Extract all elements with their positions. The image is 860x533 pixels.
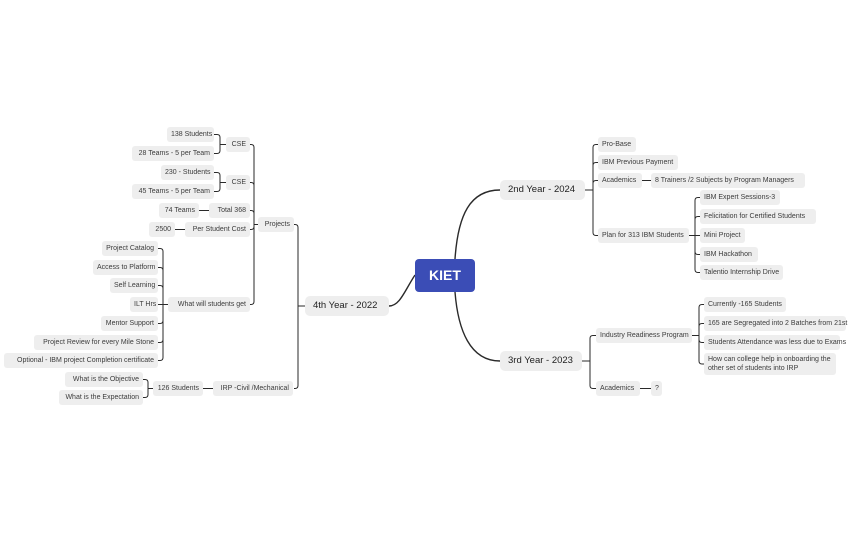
connector: [214, 134, 221, 145]
connector: [250, 210, 255, 225]
topic-plan1[interactable]: Felicitation for Certified Students: [700, 209, 816, 224]
topic-proj[interactable]: Projects: [258, 217, 294, 232]
topic-cse1[interactable]: CSE: [226, 137, 250, 152]
connector: [250, 224, 255, 230]
topic-obj[interactable]: What is the Objective: [65, 372, 143, 387]
central-topic[interactable]: KIET: [415, 259, 475, 292]
connector: [592, 190, 598, 236]
topic-ibp[interactable]: IBM Previous Payment: [598, 155, 678, 170]
topic-t74[interactable]: 74 Teams: [159, 203, 199, 218]
topic-exp[interactable]: What is the Expectation: [59, 390, 143, 405]
topic-w1[interactable]: Access to Platform: [93, 260, 158, 275]
topic-t28[interactable]: 28 Teams - 5 per Team: [132, 146, 214, 161]
topic-tot[interactable]: Total 368: [209, 203, 250, 218]
topic-w2[interactable]: Self Learning: [110, 278, 158, 293]
topic-irp2[interactable]: Students Attendance was less due to Exam…: [704, 335, 846, 350]
topic-irpc[interactable]: IRP -Civil /Mechanical: [213, 381, 293, 396]
topic-ac3[interactable]: Academics: [596, 381, 640, 396]
connector: [143, 388, 149, 398]
connector: [589, 361, 596, 389]
topic-w5[interactable]: Project Review for every Mile Stone: [34, 335, 158, 350]
topic-ac2[interactable]: Academics: [598, 173, 642, 188]
topic-q[interactable]: ?: [651, 381, 662, 396]
topic-plan0[interactable]: IBM Expert Sessions-3: [700, 190, 780, 205]
connector: [250, 144, 255, 225]
connector: [158, 304, 164, 361]
topic-w6[interactable]: Optional - IBM project Completion certif…: [4, 353, 158, 368]
connector: [158, 285, 164, 305]
topic-y3[interactable]: 3rd Year - 2023: [500, 351, 582, 371]
connector: [454, 189, 501, 260]
connector: [158, 267, 164, 305]
topic-plan4[interactable]: Talentio Internship Drive: [700, 265, 783, 280]
topic-c2500[interactable]: 2500: [149, 222, 175, 237]
connector: [592, 180, 598, 190]
topic-t45[interactable]: 45 Teams - 5 per Team: [132, 184, 214, 199]
topic-plan2[interactable]: Mini Project: [700, 228, 745, 243]
connector: [454, 291, 501, 362]
connector: [698, 323, 704, 336]
connector: [214, 144, 221, 154]
topic-w3[interactable]: ILT Hrs: [130, 297, 158, 312]
topic-pb[interactable]: Pro-Base: [598, 137, 636, 152]
topic-wws[interactable]: What will students get: [168, 297, 250, 312]
connector: [694, 235, 700, 273]
topic-irp0[interactable]: Currently -165 Students: [704, 297, 786, 312]
connector: [250, 224, 255, 305]
connector: [250, 182, 255, 225]
topic-w4[interactable]: Mentor Support: [101, 316, 158, 331]
topic-w0[interactable]: Project Catalog: [102, 241, 158, 256]
connector: [214, 172, 221, 183]
topic-plan[interactable]: Plan for 313 IBM Students: [598, 228, 689, 243]
connector: [592, 144, 598, 190]
topic-y2[interactable]: 2nd Year - 2024: [500, 180, 585, 200]
connector: [158, 304, 164, 324]
connector: [592, 162, 598, 190]
topic-plan3[interactable]: IBM Hackathon: [700, 247, 758, 262]
connector: [158, 248, 164, 305]
topic-cse2[interactable]: CSE: [226, 175, 250, 190]
topic-irp[interactable]: Industry Readiness Program: [596, 328, 692, 343]
topic-y4[interactable]: 4th Year - 2022: [305, 296, 389, 316]
topic-s138[interactable]: 138 Students: [167, 127, 214, 142]
connector: [214, 182, 221, 192]
connector: [698, 335, 704, 365]
topic-irp3[interactable]: How can college help in onboarding the o…: [704, 353, 836, 375]
topic-s230[interactable]: 230 - Students: [161, 165, 214, 180]
topic-s126[interactable]: 126 Students: [153, 381, 203, 396]
topic-tr[interactable]: 8 Trainers /2 Subjects by Program Manage…: [651, 173, 805, 188]
topic-psc[interactable]: Per Student Cost: [185, 222, 250, 237]
connector: [294, 306, 299, 389]
connector: [694, 197, 700, 236]
connector: [589, 335, 596, 361]
connector: [698, 304, 704, 336]
connector: [143, 379, 149, 389]
connector: [294, 224, 299, 306]
connector: [694, 216, 700, 236]
topic-irp1[interactable]: 165 are Segregated into 2 Batches from 2…: [704, 316, 847, 331]
connector: [388, 274, 416, 307]
